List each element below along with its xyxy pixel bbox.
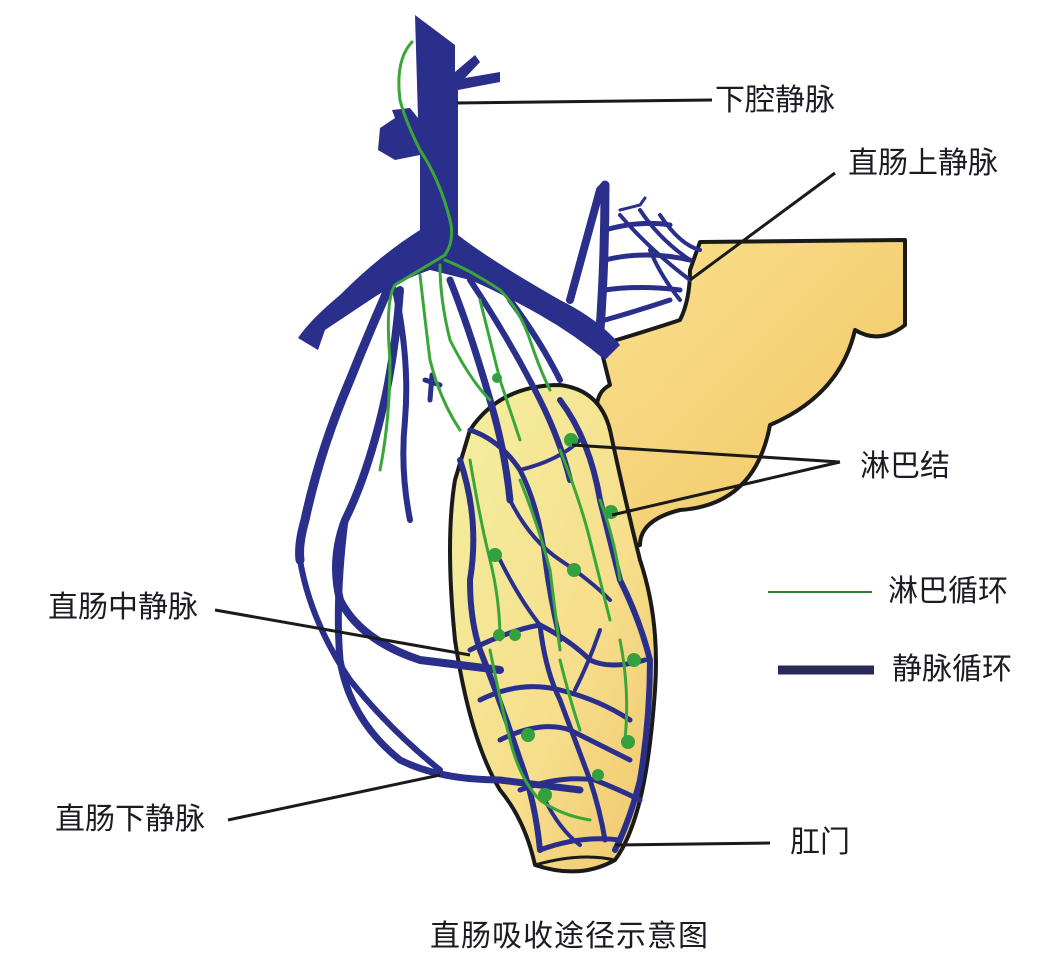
leader-superior-rectal-vein bbox=[689, 171, 836, 282]
anus-rim bbox=[534, 855, 616, 867]
label-inferior-vena-cava: 下腔静脉 bbox=[715, 83, 835, 118]
leader-anus bbox=[614, 841, 771, 847]
lymphatic-network bbox=[378, 40, 629, 822]
lymph-nodes bbox=[488, 373, 641, 802]
label-inferior-rectal-vein: 直肠下静脉 bbox=[55, 802, 205, 837]
leader-lines bbox=[214, 98, 841, 847]
legend-vein-label: 静脉循环 bbox=[892, 652, 1012, 687]
sigmoid-colon-shape bbox=[593, 238, 907, 557]
leader-inferior-rectal-vein bbox=[227, 773, 441, 822]
label-lymph-nodes: 淋巴结 bbox=[860, 449, 950, 484]
leader-middle-rectal-vein bbox=[214, 608, 471, 657]
legend-lymph-label: 淋巴循环 bbox=[888, 574, 1008, 609]
label-middle-rectal-vein: 直肠中静脉 bbox=[48, 590, 198, 625]
venous-network bbox=[298, 15, 620, 360]
label-superior-rectal-vein: 直肠上静脉 bbox=[848, 146, 998, 181]
leader-lymph-node-1 bbox=[571, 443, 841, 464]
diagram-title: 直肠吸收途径示意图 bbox=[430, 919, 709, 954]
label-anus: 肛门 bbox=[790, 825, 850, 860]
leader-inferior-vena-cava bbox=[456, 98, 713, 105]
leader-lymph-node-2 bbox=[611, 460, 841, 517]
